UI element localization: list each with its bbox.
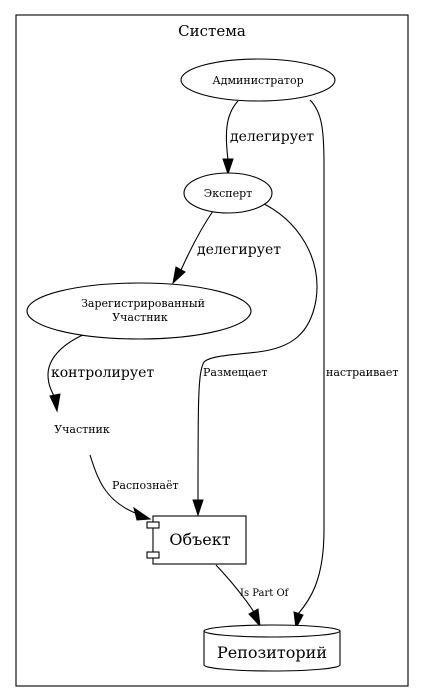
edge-label-expert-object: Размещает	[203, 366, 267, 379]
node-expert[interactable]: Эксперт	[183, 172, 273, 214]
edge-expert-object-arrowhead	[192, 499, 204, 517]
edge-label-admin-expert: делегирует	[230, 129, 314, 145]
edge-registered-participant-arrowhead	[49, 393, 61, 413]
node-object[interactable]: Объект	[146, 515, 247, 565]
edge-label-admin-repository: настраивает	[326, 366, 398, 379]
component-tab-top	[146, 521, 160, 529]
edge-label-participant-object: Распознаёт	[112, 479, 179, 492]
node-participant-label: Участник	[54, 423, 110, 436]
edge-participant-object-arrowhead	[133, 506, 152, 521]
edge-label-expert-registered: делегирует	[197, 242, 281, 258]
node-registered-line1: Зарегистрированный	[81, 297, 205, 310]
node-registered-participant[interactable]: Зарегистрированный Участник	[26, 282, 252, 340]
node-administrator-label: Администратор	[212, 74, 303, 87]
node-expert-label: Эксперт	[204, 187, 252, 200]
edge-admin-repository	[297, 99, 325, 615]
edge-object-repository-arrowhead	[248, 608, 261, 628]
edge-expert-registered-arrowhead	[172, 266, 186, 285]
edge-admin-repository-arrowhead	[293, 611, 304, 630]
edge-registered-participant	[47, 333, 86, 399]
edge-label-object-repository: Is Part Of	[240, 588, 290, 599]
cluster-system-label: Система	[178, 22, 246, 40]
edge-object-repository	[215, 564, 255, 613]
edge-expert-registered	[180, 210, 214, 271]
cluster-system-frame	[15, 14, 409, 687]
edge-admin-expert	[225, 100, 239, 161]
edge-expert-object	[197, 200, 318, 501]
edge-label-registered-participant: контролирует	[51, 365, 154, 381]
component-tab-bottom	[146, 551, 160, 559]
edge-participant-object	[89, 454, 136, 514]
node-registered-line2: Участник	[112, 311, 168, 324]
node-repository-label: Репозиторий	[217, 643, 327, 662]
node-administrator[interactable]: Администратор	[180, 58, 336, 102]
node-participant[interactable]: Участник	[54, 423, 110, 436]
node-object-label: Объект	[169, 530, 230, 549]
node-repository[interactable]: Репозиторий	[203, 624, 341, 672]
edge-admin-expert-arrowhead	[222, 158, 234, 176]
